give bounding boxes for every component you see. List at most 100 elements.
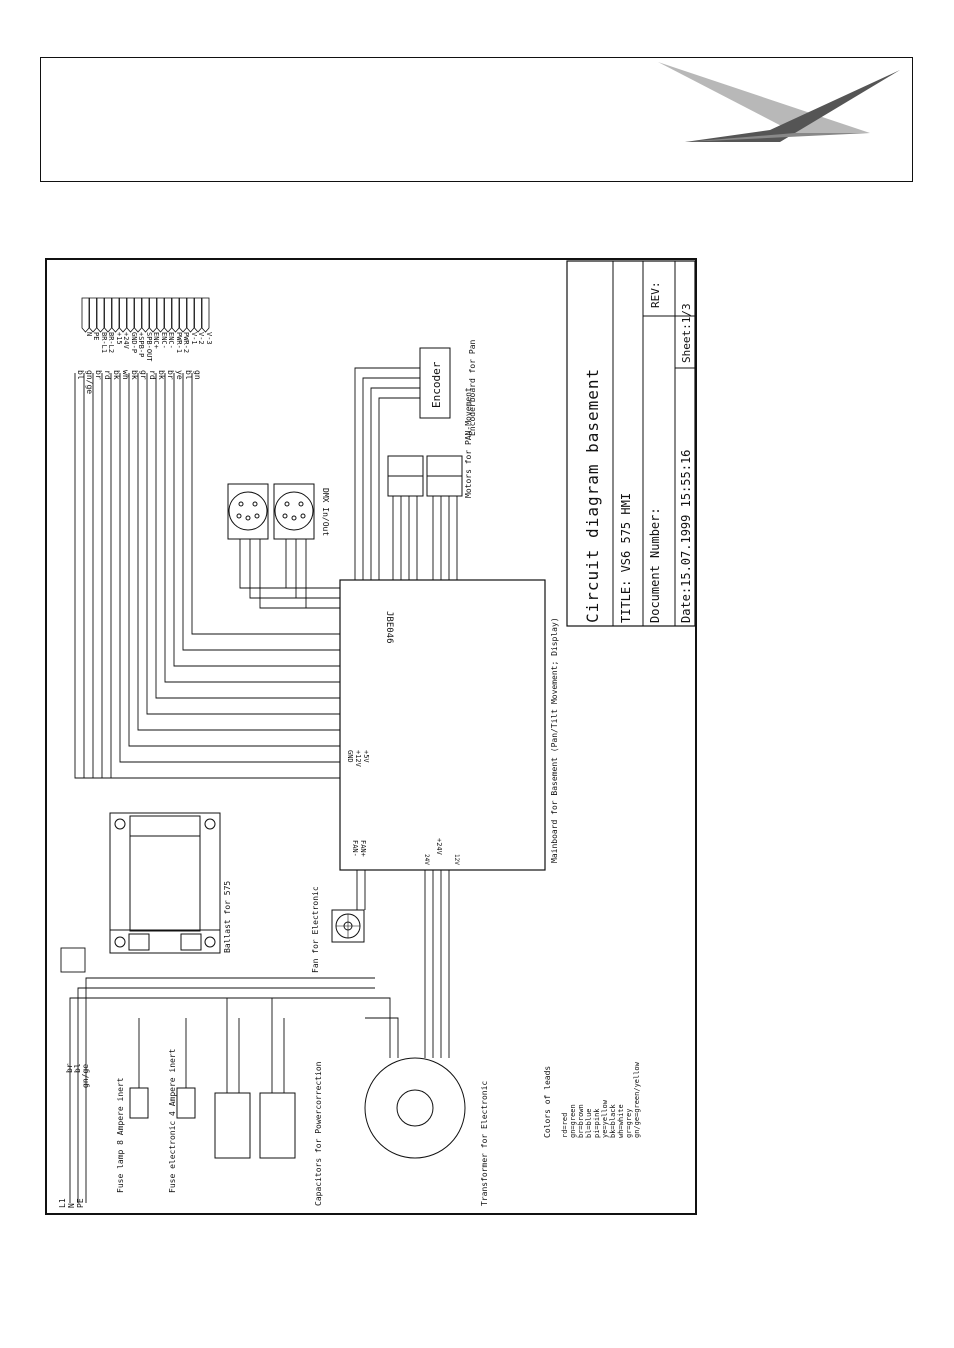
legend-item: bl=blue [585, 1108, 593, 1138]
terminal-label: ENC- [160, 332, 168, 349]
mainboard-id: JBE046 [384, 611, 394, 644]
terminal-label: BR-L1 [100, 332, 108, 353]
mainboard-pin: GND [346, 750, 354, 763]
legend-item: br=brown [577, 1104, 585, 1138]
terminal-label: SPB-OUT [145, 332, 153, 362]
mainboard-pin: FAN- [351, 840, 359, 857]
transformer [364, 870, 466, 1159]
terminal-pin [149, 297, 157, 333]
terminal-pin [89, 297, 97, 333]
terminal-pin [126, 297, 135, 333]
title-block: Circuit diagram basement TITLE: VS6 575 … [566, 260, 696, 627]
capacitors-caption: Capacitors for Powercorrection [314, 1061, 323, 1206]
wire [191, 373, 340, 635]
wire [146, 373, 340, 715]
wire-label: bk [112, 370, 121, 380]
terminal-label: PWR-1 [175, 332, 183, 353]
mainboard-pin: 12V [453, 854, 460, 865]
terminal-label: V-3 [205, 332, 213, 345]
wire-label: gn [193, 370, 202, 380]
terminal-label: +SPB-P [137, 332, 145, 357]
wire-color-labels: bl gn/ge br rd bk wh bk gr rd bk br ye b… [76, 370, 202, 394]
wire-label: gr [139, 370, 148, 380]
terminal-label: BR-L2 [107, 332, 115, 353]
wire-label: wh [121, 370, 130, 380]
header-frame [40, 57, 913, 182]
fuse-lamp-caption: Fuse lamp 8 Ampere inert [116, 1077, 125, 1193]
wire [137, 373, 340, 731]
legend-item: ye=yellow [601, 1099, 609, 1138]
sheet-label: Sheet:1/3 [680, 303, 693, 363]
mainboard-caption: Mainboard for Basement (Pan/Tilt Movemen… [550, 617, 559, 863]
terminal-pin [171, 297, 180, 333]
wire-label: bk [157, 370, 166, 380]
terminal-pin [134, 297, 142, 333]
terminal-label: ENC+ [152, 332, 160, 349]
legend-title: Colors of leads [543, 1066, 552, 1138]
circuit-diagram: Circuit diagram basement TITLE: VS6 575 … [45, 258, 697, 1215]
wire [155, 373, 340, 699]
wire-label: br [166, 370, 175, 380]
supply-label-l1: L1 [58, 1198, 67, 1208]
mainboard-pin: +5V [362, 750, 370, 763]
terminal-label: N [85, 332, 93, 336]
motors-caption: Motors for PAN-Movement [464, 387, 473, 498]
wire [182, 373, 340, 651]
terminal-label: ENC- [167, 332, 175, 349]
wire-label: bk [130, 370, 139, 380]
encoder-caption: Encoderboard for Pan [468, 339, 477, 436]
supply-label-n: N [67, 1203, 76, 1208]
wire [92, 373, 340, 779]
terminal-label: V-1 [190, 332, 198, 345]
wire [128, 373, 340, 747]
fan-caption: Fan for Electronic [311, 886, 320, 973]
wire [119, 373, 340, 763]
transformer-caption: Transformer for Electronic [480, 1081, 489, 1206]
wire [164, 373, 340, 683]
wire [110, 373, 340, 779]
mainboard: JBE046 GND +12V +5V FAN- FAN+ +24V 24V 1… [339, 579, 559, 871]
mainboard-pin: 24V [423, 854, 430, 865]
terminal-pin [104, 297, 112, 333]
supply-label-pe: PE [76, 1198, 85, 1208]
title-model: TITLE: VS6 575 HMI [619, 493, 633, 623]
terminal-pin [81, 297, 90, 333]
wire-label: bl [184, 370, 193, 380]
terminal-pin [141, 297, 150, 333]
encoder-block: Encoder [354, 347, 451, 580]
document-number: Document Number: [648, 507, 662, 623]
wire [74, 373, 340, 779]
terminal-pin [111, 297, 120, 333]
terminal-pin [156, 297, 165, 333]
brand-logo [658, 62, 900, 142]
terminal-pin [194, 297, 202, 333]
fuse-electronic-caption: Fuse electronic 4 Ampere inert [168, 1048, 177, 1193]
legend-item: bk=black [609, 1103, 617, 1138]
wire [173, 373, 340, 667]
legend-item: gn/ge=green/yellow [633, 1061, 641, 1138]
legend-item: pi=pink [593, 1108, 601, 1138]
supply-wire: br [65, 1063, 74, 1073]
wire-label: ye [175, 370, 184, 380]
date-text: Date:15.07.1999 15:55:16 [679, 450, 693, 623]
terminal-label: PWR-2 [182, 332, 190, 353]
legend-item: rd=red [561, 1113, 569, 1138]
terminal-label: V-2 [197, 332, 205, 345]
supply-lines [60, 947, 375, 1203]
rev-label: REV: [649, 282, 662, 309]
legend-item: wh=white [617, 1104, 625, 1138]
wire-label: bl [76, 370, 85, 380]
dmx-caption: DMX In/Out [321, 488, 330, 536]
fuses [129, 1018, 196, 1119]
terminal-labels: N PE BR-L1 BR-L2 +15 +24V GND-P +SPB-P S… [85, 332, 213, 362]
wire-label: gn/ge [85, 370, 94, 394]
wire [83, 373, 340, 779]
terminal-label: PE [92, 332, 100, 340]
ballast [109, 812, 221, 954]
mainboard-pin: +24V [435, 838, 443, 856]
capacitors [214, 998, 296, 1159]
encoder-label: Encoder [430, 361, 443, 408]
wire-label: br [94, 370, 103, 380]
terminal-pin [164, 297, 172, 333]
terminal-label: +15 [115, 332, 123, 345]
